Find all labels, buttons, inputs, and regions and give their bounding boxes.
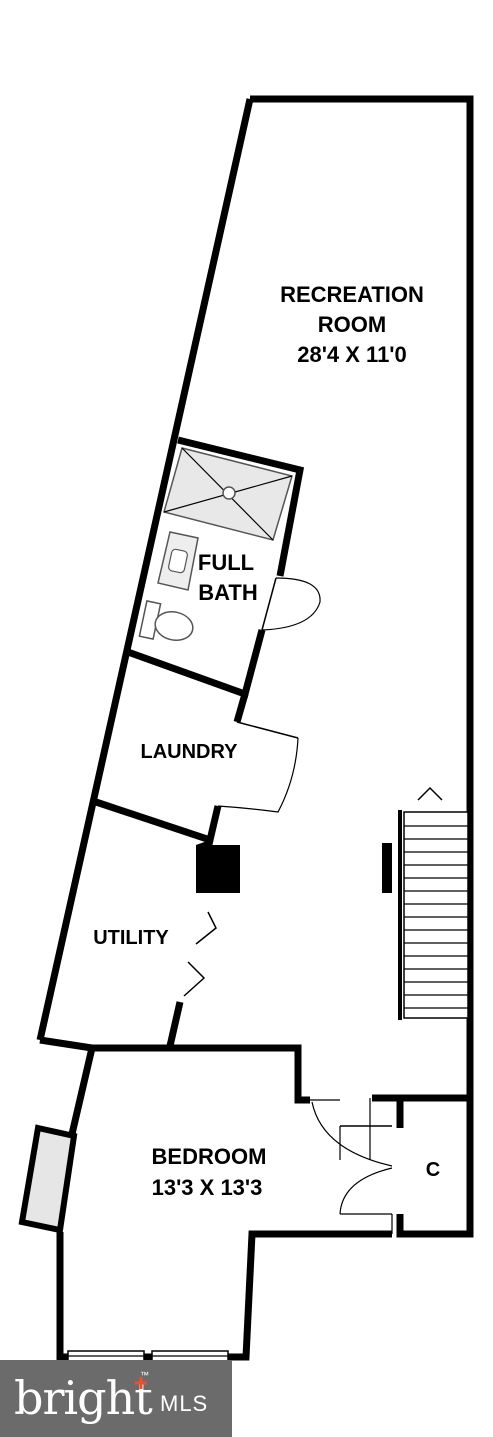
closet-door [339, 1167, 393, 1234]
utility-label: UTILITY [93, 927, 169, 949]
outer-wall-main [36, 95, 474, 1098]
up-arrow-icon [417, 786, 443, 801]
closet-label: C [426, 1159, 440, 1181]
laundry-door [217, 721, 299, 813]
utility-bifold-door [183, 911, 217, 997]
bath-label: FULL [198, 550, 254, 575]
bay-window [18, 1124, 78, 1234]
trademark-mark: ™ [140, 1370, 149, 1380]
bright-mls-watermark: bright ™ MLS [0, 1360, 232, 1437]
bedroom-wall [56, 1044, 474, 1361]
brand-suffix: MLS [160, 1391, 209, 1416]
shower-drain-icon [222, 486, 236, 500]
plus-icon [135, 1377, 147, 1389]
bedroom-door [310, 1098, 393, 1167]
sink-icon [157, 531, 199, 591]
toilet-icon [138, 600, 194, 642]
brand-name: bright [14, 1371, 153, 1425]
bath-label-2: BATH [198, 580, 257, 605]
bedroom-label: BEDROOM [152, 1144, 267, 1169]
laundry-label: LAUNDRY [140, 741, 238, 763]
recreation-room-label-2: ROOM [318, 312, 386, 337]
bedroom-dims: 13'3 X 13'3 [152, 1175, 263, 1200]
outer-wall-bottom-main [39, 1036, 93, 1052]
recreation-room-label: RECREATION [280, 282, 424, 307]
staircase [382, 786, 469, 1020]
recreation-room-dims: 28'4 X 11'0 [297, 342, 407, 367]
bath-door [261, 577, 321, 631]
laundry-wall [94, 693, 249, 845]
